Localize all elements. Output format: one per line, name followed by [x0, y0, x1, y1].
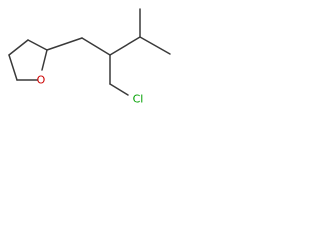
- bond-isopropyl-methyl-right: [139, 36, 171, 55]
- molecule-structure-diagram: O Cl: [8, 8, 171, 106]
- ring-bond-c3-c4: [8, 39, 29, 56]
- chlorine-label: Cl: [133, 93, 144, 106]
- tetrahydrofuran-ring: [8, 39, 48, 81]
- oxygen-label: O: [37, 74, 46, 87]
- bond-ch2-ch: [81, 37, 111, 56]
- ring-bond-c2-c3: [27, 39, 48, 51]
- ring-bond-o-c2: [41, 49, 48, 71]
- chlorine-atom: Cl: [133, 93, 144, 106]
- side-chain: [46, 8, 171, 96]
- bond-c2-ch2: [46, 37, 83, 51]
- bond-ch-isopropyl-ch: [109, 36, 141, 56]
- ring-bond-c4-c5: [8, 54, 18, 81]
- oxygen-atom: O: [37, 74, 46, 87]
- bond-ch2-cl: [109, 83, 129, 96]
